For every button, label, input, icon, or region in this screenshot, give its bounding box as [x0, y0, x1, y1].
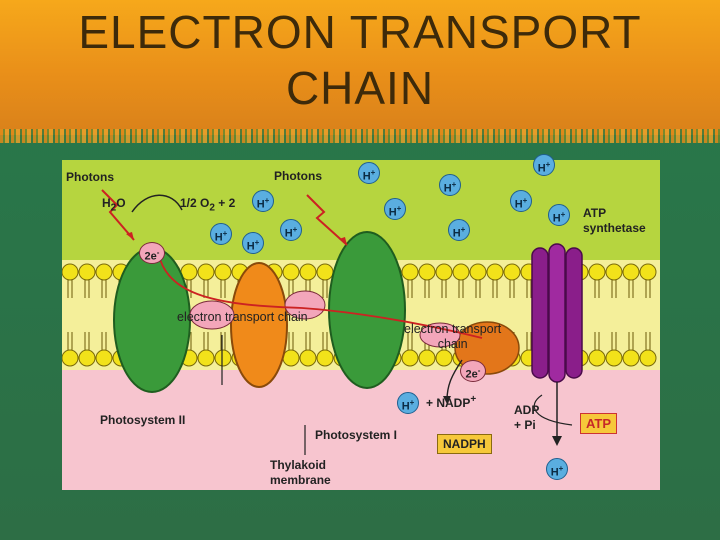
lipid-head [606, 264, 622, 280]
photosystem-ii-label: Photosystem II [100, 413, 185, 427]
title-line-2: CHAIN [0, 60, 720, 116]
lipid-head [96, 350, 112, 366]
lipid-head [198, 264, 214, 280]
lipid-head [453, 264, 469, 280]
electron-marker-psii: 2e- [139, 242, 165, 264]
nadph-box: NADPH [437, 434, 492, 454]
atp-synthase-column-1 [532, 248, 548, 378]
h-ion: H+ [439, 174, 461, 196]
photosystem-i-label: Photosystem I [315, 428, 397, 442]
h-ion: H+ [533, 154, 555, 176]
h-ion: H+ [252, 190, 274, 212]
h-ion: H+ [546, 458, 568, 480]
lipid-head [589, 264, 605, 280]
electron-marker-psi: 2e- [460, 360, 486, 382]
h-ion: H+ [242, 232, 264, 254]
lipid-head [283, 264, 299, 280]
lipid-head [419, 350, 435, 366]
lipid-head [402, 264, 418, 280]
lipid-head [623, 350, 639, 366]
lipid-head [79, 350, 95, 366]
atp-synthase-column-3 [566, 248, 582, 378]
lipid-head [62, 264, 78, 280]
lipid-head [623, 264, 639, 280]
h-ion: H+ [210, 223, 232, 245]
lipid-head [402, 350, 418, 366]
photosystem-i-shape [329, 232, 405, 388]
o2-label: 1/2 O2 + 2 [180, 196, 235, 213]
h-ion: H+ [358, 162, 380, 184]
lipid-head [317, 350, 333, 366]
lipid-head [606, 350, 622, 366]
photons-left-label: Photons [66, 170, 114, 184]
lipid-head [283, 350, 299, 366]
cytochrome-shape [231, 263, 287, 387]
lipid-head [470, 264, 486, 280]
h-ion: H+ [548, 204, 570, 226]
lipid-head [96, 264, 112, 280]
lipid-head [640, 264, 656, 280]
nadp-label: + NADP+ [426, 394, 476, 410]
lipid-head [79, 264, 95, 280]
lipid-head [317, 264, 333, 280]
lipid-head [300, 264, 316, 280]
lipid-head [62, 350, 78, 366]
lipid-head [300, 350, 316, 366]
lipid-head [589, 350, 605, 366]
h-ion: H+ [448, 219, 470, 241]
atp-synthase-column-2 [549, 244, 565, 382]
lipid-head [215, 264, 231, 280]
title-line-1: ELECTRON TRANSPORT [0, 4, 720, 60]
lipid-head [436, 264, 452, 280]
h-ion: H+ [384, 198, 406, 220]
h2o-label: H2O [102, 196, 126, 213]
etc-left-label: electron transport chain [177, 310, 308, 324]
h-ion: H+ [510, 190, 532, 212]
slide-title: ELECTRON TRANSPORT CHAIN [0, 4, 720, 116]
photons-right-label: Photons [274, 169, 322, 183]
adp-pi-label: ADP+ Pi [514, 403, 539, 433]
lipid-head [640, 350, 656, 366]
lipid-head [419, 264, 435, 280]
lipid-head [487, 264, 503, 280]
lipid-head [198, 350, 214, 366]
lipid-head [504, 264, 520, 280]
lipid-head [215, 350, 231, 366]
atp-box: ATP [580, 413, 617, 434]
lipid-head [436, 350, 452, 366]
h-ion: H+ [397, 392, 419, 414]
h-ion: H+ [280, 219, 302, 241]
